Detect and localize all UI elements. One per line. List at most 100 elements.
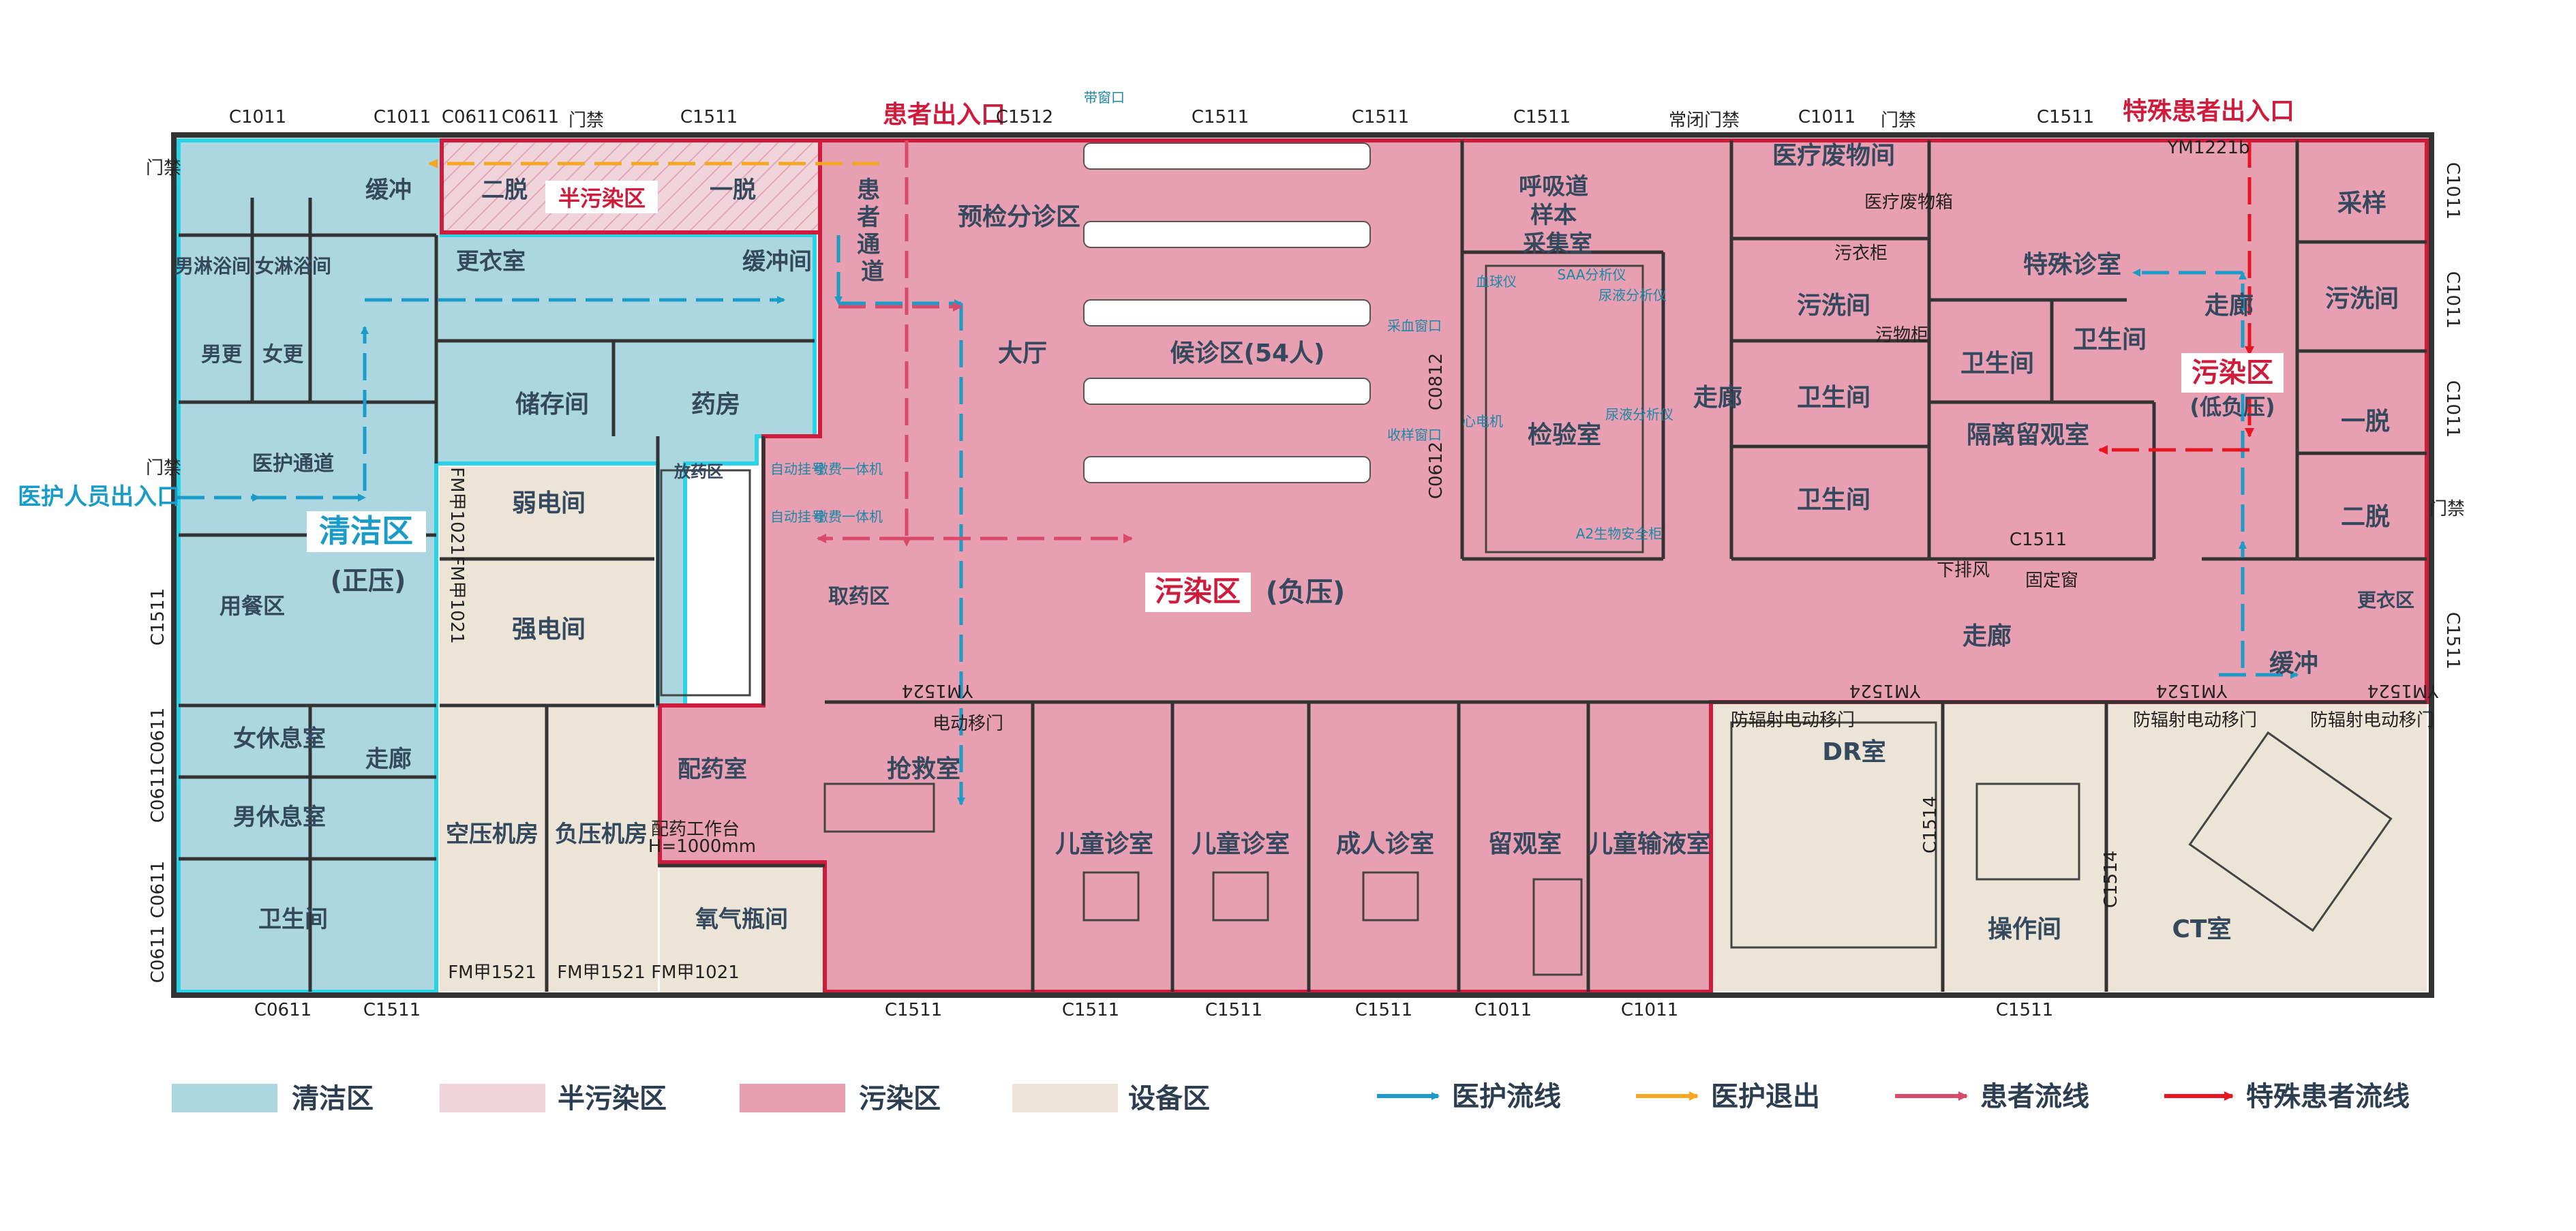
note-saa: SAA分析仪 (1558, 267, 1626, 283)
room-observe: 留观室 (1488, 830, 1562, 858)
dim-d32: C1511 (1355, 1000, 1412, 1020)
dim-d41: C0612 (1426, 442, 1446, 499)
dim-d11: C1511 (2037, 107, 2094, 127)
dim-d23: C1511 (363, 1000, 421, 1020)
zone-tags: 清洁区 (正压) 半污染区 污染区 (负压) 污染区 (低负压) (307, 181, 2284, 612)
semi-tag-bg (545, 181, 658, 213)
dim-d39: YM1524 (2367, 680, 2439, 701)
note-urine: 尿液分析仪 (1598, 287, 1667, 303)
dim-d35: C1511 (1996, 1000, 2053, 1020)
equipment-shapes (660, 264, 2393, 976)
dim-d1: C1011 (229, 107, 286, 127)
resp-line1: 呼吸道 (1519, 173, 1588, 200)
medical-flow-arrows (177, 235, 2299, 806)
note-wash-cabinet: 污衣柜 (1834, 243, 1888, 264)
room-pickup: 取药区 (828, 585, 890, 609)
note-auto-reg1: 自动挂号 (770, 461, 825, 477)
room-female-shower: 女淋浴间 (255, 255, 331, 277)
clean-tag-bg (307, 511, 426, 552)
room-triage: 预检分诊区 (958, 203, 1080, 231)
note-workbench: 配药工作台 (651, 819, 740, 840)
dim-d38: YM1524 (2156, 680, 2228, 701)
note-medical-bin: 医疗废物箱 (1864, 192, 1953, 213)
room-toilet1: 卫生间 (1797, 384, 1870, 412)
note-exhaust: 下排风 (1937, 560, 1990, 581)
clean-zone-fill (179, 140, 815, 992)
room-buffer1: 缓冲 (365, 177, 412, 204)
legend-label-semi: 半污染区 (558, 1083, 667, 1114)
dim-d4: C0611 (502, 107, 559, 127)
dim-d33: C1011 (1474, 1000, 1532, 1020)
legend-swatch-semi (440, 1084, 545, 1112)
note-sample-window: 收样窗口 (1387, 427, 1442, 443)
dim-d13: C1011 (2442, 162, 2463, 219)
legend-swatch-equipment (1012, 1084, 1118, 1112)
patient-entrance-label: 患者出入口 (883, 101, 1005, 129)
outer-walls (171, 132, 2434, 998)
resp-line2: 样本 (1530, 202, 1577, 229)
dim-d5: C1511 (680, 107, 738, 127)
dim-d34: C1011 (1621, 1000, 1678, 1020)
dim-d28: FM甲1021 (446, 556, 467, 644)
legend-label-clean: 清洁区 (292, 1083, 374, 1114)
room-sampling: 采样 (2337, 189, 2386, 217)
room-e-buffer: 缓冲 (2269, 650, 2318, 678)
access-control-5: 门禁 (2429, 499, 2465, 519)
room-toilet3: 卫生间 (1960, 350, 2034, 378)
room-waiting: 候诊区(54人) (1170, 339, 1324, 367)
dim-d22: C0611 (254, 1000, 312, 1020)
legend-label-patient: 患者流线 (1980, 1081, 2089, 1112)
legend-label-contaminated: 污染区 (859, 1083, 941, 1114)
clean-tag-sub: (正压) (331, 566, 406, 596)
room-tuo1: 一脱 (710, 177, 756, 204)
dim-d37: YM1524 (1849, 680, 1921, 701)
legend: 清洁区 半污染区 污染区 设备区 医护流线 医护退出 患者流线 特殊患者流线 (172, 1081, 2410, 1114)
dim-d42: C1514 (1920, 796, 1941, 853)
semi-tag: 半污染区 (558, 185, 646, 211)
access-control-2: 门禁 (569, 110, 604, 131)
dim-d19: C0611 (148, 765, 168, 823)
room-child1: 儿童诊室 (1055, 830, 1153, 858)
room-emergency: 抢救室 (887, 755, 960, 783)
room-corridor-e: 走廊 (2204, 292, 2254, 320)
dim-d27: FM甲1021 (446, 467, 467, 556)
room-neg-press: 负压机房 (555, 821, 648, 848)
dimension-codes: C1011 C1011 C0611 C0611 C1511 C1512 C151… (148, 107, 2463, 1020)
room-female-rest: 女休息室 (233, 725, 326, 753)
contaminated-east-tag-bg (2181, 353, 2284, 393)
dim-d6: C1512 (996, 107, 1053, 127)
access-control-4: 门禁 (146, 458, 181, 478)
dim-d18: C0611 (148, 708, 168, 765)
dim-d40: C0812 (1426, 353, 1446, 410)
room-tuo2: 二脱 (481, 177, 528, 204)
note-radiation-door2: 防辐射电动移门 (2133, 710, 2257, 731)
dim-d29: C1511 (885, 1000, 942, 1020)
room-toilet2: 卫生间 (1797, 486, 1870, 514)
room-special-clinic: 特殊诊室 (2023, 251, 2121, 279)
room-labels: 缓冲 二脱 一脱 男淋浴间 女淋浴间 男更 女更 更衣室 缓冲间 医护通道 储存… (175, 142, 2414, 943)
dim-d25: FM甲1521 (557, 962, 646, 983)
note-auto-reg2: 自动挂号 (770, 508, 825, 525)
room-isolation: 隔离留观室 (1967, 421, 2089, 449)
corridor-door-label: 常闭门禁 (1669, 110, 1740, 131)
contaminated-tag: 污染区 (1155, 575, 1241, 608)
room-adult: 成人诊室 (1336, 830, 1434, 858)
room-male-change: 男更 (201, 343, 243, 367)
room-corridor-west: 走廊 (365, 746, 412, 773)
room-e-tuo2: 二脱 (2341, 503, 2390, 531)
access-control-3: 门禁 (1881, 110, 1916, 131)
dim-d21: C0611 (148, 926, 168, 983)
room-ct: CT室 (2172, 915, 2232, 943)
room-operating: 操作间 (1988, 915, 2061, 943)
note-urine2: 尿液分析仪 (1605, 406, 1673, 423)
room-wash1: 污洗间 (1797, 292, 1870, 320)
resp-line3: 采集室 (1523, 230, 1592, 258)
note-bio-cabinet: A2生物安全柜 (1576, 526, 1662, 542)
access-control-1: 门禁 (146, 158, 181, 179)
dim-d44: C1511 (2010, 530, 2067, 550)
dim-d26: FM甲1021 (651, 962, 740, 983)
dim-d10: C1011 (1798, 107, 1855, 127)
room-toilet4: 卫生间 (2073, 326, 2147, 354)
room-e-tuo1: 一脱 (2341, 408, 2390, 436)
